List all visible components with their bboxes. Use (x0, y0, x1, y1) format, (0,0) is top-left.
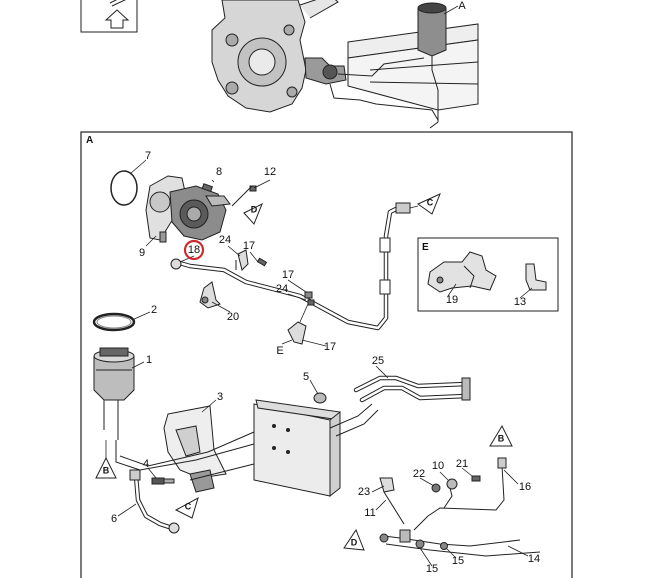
callout-21: 21 (456, 458, 468, 470)
callout-6: 6 (111, 513, 117, 525)
callout-23: 23 (358, 486, 370, 498)
pressure-hose-assembly (170, 202, 411, 331)
view-triangle-c-lower: C (174, 496, 199, 519)
callout-24-mid: 24 (276, 283, 288, 295)
callout-16: 16 (519, 481, 531, 493)
callout-7: 7 (145, 150, 151, 162)
engine-overview: A (211, 0, 479, 129)
svg-text:B: B (498, 433, 505, 443)
arrow-up-icon (104, 0, 130, 29)
bolt-4 (151, 477, 175, 485)
callout-19: 19 (446, 294, 458, 306)
svg-text:D: D (251, 204, 258, 214)
callout-22: 22 (413, 468, 425, 480)
view-triangle-b-left: B (95, 440, 117, 479)
bolt-12 (231, 185, 257, 207)
bracket-20 (199, 281, 221, 309)
callout-25: 25 (372, 355, 384, 367)
gear-lines (383, 457, 541, 557)
callout-14: 14 (528, 553, 540, 565)
callout-17-lower: 17 (324, 341, 336, 353)
callout-15-right: 15 (452, 555, 464, 567)
callout-17-mid: 17 (282, 269, 294, 281)
callout-13: 13 (514, 296, 526, 308)
clamp-2 (92, 312, 136, 332)
bracket-17-lower (287, 321, 307, 345)
callout-9: 9 (139, 247, 145, 259)
callout-18-highlight: 18 (183, 239, 205, 261)
svg-text:C: C (427, 197, 434, 207)
view-triangle-d-pump: D (243, 202, 263, 225)
callout-10: 10 (432, 460, 444, 472)
power-steering-pump (110, 170, 231, 243)
view-triangle-b-right: B (489, 424, 513, 447)
callout-12: 12 (264, 166, 276, 178)
clamp-24-lower (304, 291, 315, 306)
hose-25 (353, 375, 471, 403)
callout-a-top: A (458, 0, 466, 12)
cooler-plate (253, 399, 341, 498)
callout-15-bottom: 15 (426, 563, 438, 575)
bolt-21 (471, 475, 481, 482)
detail-label-a: A (86, 135, 93, 146)
callout-8: 8 (216, 166, 222, 178)
svg-text:B: B (103, 465, 110, 475)
callout-20: 20 (227, 311, 239, 323)
callout-17-top: 17 (243, 240, 255, 252)
reservoir-1 (93, 347, 135, 440)
callout-5: 5 (303, 371, 309, 383)
callout-3: 3 (217, 391, 223, 403)
location-marker-e: E (276, 345, 283, 357)
view-triangle-d-lower: D (343, 528, 365, 551)
o-ring-7 (110, 170, 138, 206)
bolt-8 (201, 179, 215, 193)
bracket-23 (379, 477, 395, 493)
bracket-13 (525, 263, 547, 291)
grommet-5 (313, 392, 327, 404)
bolt-17-top (256, 257, 268, 267)
view-triangle-c-upper: C (409, 193, 441, 215)
callout-24-top: 24 (219, 234, 231, 246)
grommets-15 (379, 533, 448, 550)
callout-4: 4 (143, 458, 149, 470)
callout-numbers: 7 8 12 9 18 24 17 17 24 20 17 E 2 1 3 5 … (111, 150, 540, 575)
callout-18: 18 (188, 244, 200, 256)
callout-2: 2 (151, 304, 157, 316)
callout-11: 11 (364, 507, 375, 519)
svg-text:D: D (351, 537, 358, 547)
inset-label-e: E (422, 242, 429, 253)
bracket-19 (427, 251, 497, 293)
detail-frame (80, 131, 573, 578)
clamp-24-top (235, 249, 249, 271)
clamp-10 (446, 478, 458, 490)
svg-text:C: C (185, 501, 192, 511)
return-hose-6 (129, 469, 180, 534)
callout-1: 1 (146, 354, 152, 366)
orientation-box (80, 0, 138, 33)
leader-lines (117, 159, 533, 567)
